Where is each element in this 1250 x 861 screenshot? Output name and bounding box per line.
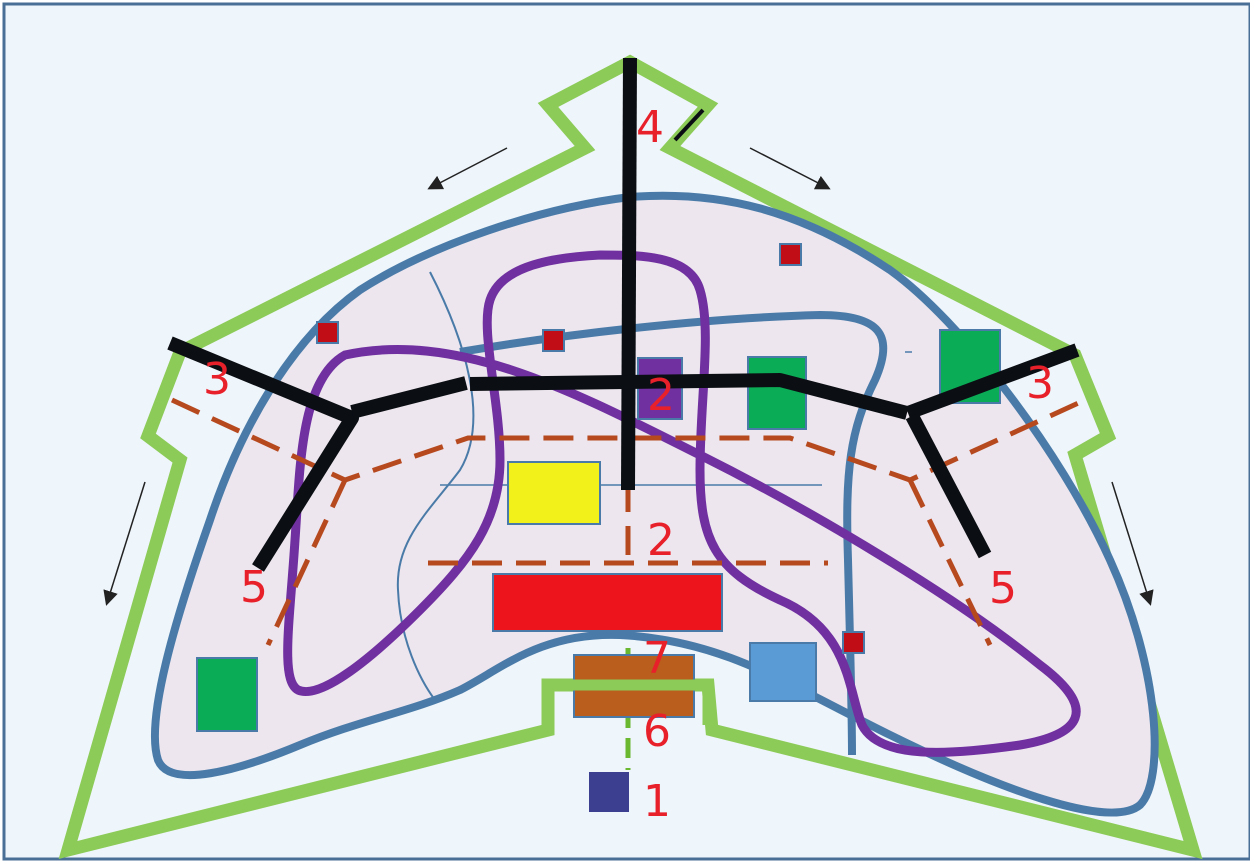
green-block-center — [747, 356, 807, 430]
thin-path-west — [396, 271, 475, 701]
red-marker — [842, 631, 865, 654]
label-west-axis: 3 — [203, 354, 231, 405]
yellow-block — [507, 461, 601, 525]
label-center-block: 2 — [647, 370, 675, 421]
main-axes — [167, 57, 1080, 572]
label-center-axis: 2 — [647, 515, 675, 566]
label-entry: 1 — [643, 776, 671, 827]
red-marker — [316, 321, 339, 344]
light-blue-block — [749, 642, 817, 702]
label-southwest-axis: 5 — [240, 562, 268, 613]
arrow-down-left-icon — [427, 147, 508, 190]
label-gate-upper: 7 — [643, 633, 671, 684]
top-spur — [673, 108, 705, 142]
red-marker — [542, 329, 565, 352]
arrow-down-left-icon — [103, 481, 146, 606]
label-southeast-axis: 5 — [989, 563, 1017, 614]
red-marker — [779, 243, 802, 266]
green-block-southwest — [196, 657, 258, 732]
arrow-down-right-icon — [749, 147, 831, 190]
gate-bar — [542, 679, 714, 725]
arrow-down-right-icon — [1111, 481, 1154, 606]
inner-road — [459, 310, 888, 756]
label-east-axis: 3 — [1026, 358, 1054, 409]
red-block — [492, 573, 723, 632]
label-top-axis: 4 — [636, 102, 664, 153]
label-gate-lower: 6 — [643, 706, 671, 757]
navy-entry-block — [589, 772, 629, 812]
